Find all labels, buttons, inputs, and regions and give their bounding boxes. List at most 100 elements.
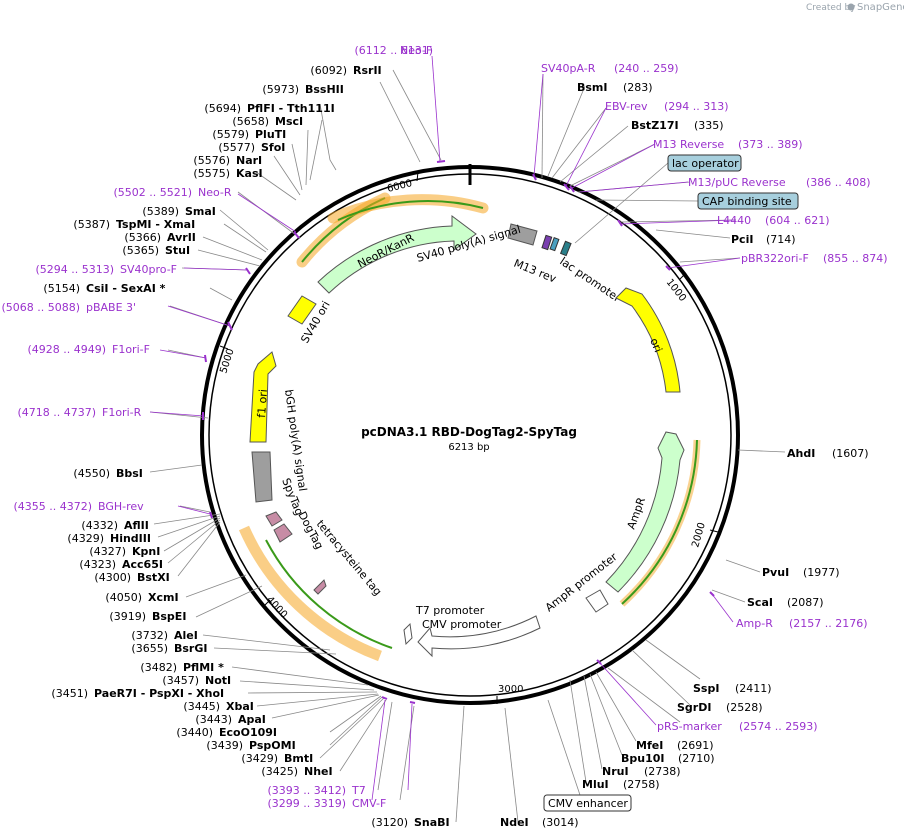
site-rsrii: RsrII bbox=[353, 64, 382, 77]
site-bgh-rev: BGH-rev bbox=[98, 500, 144, 513]
t7-promoter-mark bbox=[403, 622, 413, 646]
ori-arrow bbox=[615, 287, 681, 393]
site-ebv-rev: EBV-rev bbox=[605, 100, 648, 113]
site-pspomi: PspOMI bbox=[249, 739, 296, 752]
feat-f1-ori: f1 ori bbox=[255, 389, 270, 419]
site-m13-reverse-pos: (373 .. 389) bbox=[738, 138, 803, 151]
site-ahdi-pos: (1607) bbox=[832, 447, 869, 460]
tick-1000: 1000 bbox=[664, 277, 688, 304]
site-bsmi-pos: (283) bbox=[623, 81, 653, 94]
site-ndei: NdeI bbox=[500, 816, 529, 829]
snapgene-logo-icon bbox=[847, 3, 855, 11]
site-sv40pa-r: SV40pA-R bbox=[541, 62, 596, 75]
ampr-green-line bbox=[621, 439, 698, 605]
site-nari: NarI bbox=[236, 154, 262, 167]
site-pvui: PvuI bbox=[762, 566, 789, 579]
site-paer7i: PaeR7I - PspXI - XhoI bbox=[94, 687, 224, 700]
site-bmti-pos: (3429) bbox=[241, 752, 278, 765]
site-f1ori-f: F1ori-F bbox=[112, 343, 150, 356]
feat-t7-promoter: T7 promoter bbox=[415, 604, 485, 617]
site-pbabe-pos: (5068 .. 5088) bbox=[1, 301, 80, 314]
site-pbr322ori-f: pBR322ori-F bbox=[741, 252, 809, 265]
site-kasi-pos: (5575) bbox=[193, 167, 230, 180]
site-smai: SmaI bbox=[185, 205, 216, 218]
site-noti: NotI bbox=[205, 674, 231, 687]
site-pbabe: pBABE 3' bbox=[86, 301, 136, 314]
site-bstxi-pos: (4300) bbox=[94, 571, 131, 584]
plasmid-name: pcDNA3.1 RBD-DogTag2-SpyTag bbox=[361, 425, 577, 439]
site-bstz17i-pos: (335) bbox=[694, 119, 724, 132]
site-pluti: PluTI bbox=[255, 128, 286, 141]
site-pflfi: PflFI - Tth111I bbox=[247, 102, 335, 115]
neor-kanr-arrow bbox=[317, 215, 477, 294]
tick-3000: 3000 bbox=[498, 684, 523, 695]
box-lac-operator-label: lac operator bbox=[672, 157, 739, 170]
site-tspmi: TspMI - XmaI bbox=[116, 218, 195, 231]
site-sv40pro-f-pos: (5294 .. 5313) bbox=[35, 263, 114, 276]
box-cmv-enhancer-label: CMV enhancer bbox=[548, 797, 628, 810]
site-bsshii-pos: (5973) bbox=[262, 83, 299, 96]
site-bsrgi: BsrGI bbox=[174, 642, 207, 655]
cap-site-mark bbox=[559, 240, 572, 257]
feat-cmv-promoter: CMV promoter bbox=[422, 618, 502, 631]
feat-lac-promoter: lac promoter bbox=[557, 255, 623, 305]
site-ahdi: AhdI bbox=[787, 447, 815, 460]
insert-green-line bbox=[265, 539, 393, 649]
site-mfei: MfeI bbox=[636, 739, 663, 752]
site-neo-f: Neo-F bbox=[400, 44, 432, 57]
site-f1ori-r-pos: (4718 .. 4737) bbox=[17, 406, 96, 419]
site-csii-pos: (5154) bbox=[43, 282, 80, 295]
site-kpni-pos: (4327) bbox=[89, 545, 126, 558]
site-bbsi-pos: (4550) bbox=[73, 467, 110, 480]
site-pspomi-pos: (3439) bbox=[206, 739, 243, 752]
site-ecoo109i-pos: (3440) bbox=[176, 726, 213, 739]
site-apai-pos: (3443) bbox=[195, 713, 232, 726]
site-stui: StuI bbox=[165, 244, 190, 257]
site-f1ori-r: F1ori-R bbox=[102, 406, 142, 419]
site-pcii-pos: (714) bbox=[766, 233, 796, 246]
site-sfoi-pos: (5577) bbox=[218, 141, 255, 154]
site-bspei: BspEI bbox=[152, 610, 186, 623]
tick-5000: 5000 bbox=[218, 347, 236, 375]
site-acc65i-pos: (4323) bbox=[79, 558, 116, 571]
ampr-promoter-arrow bbox=[585, 589, 609, 613]
site-sgrdi: SgrDI bbox=[677, 701, 711, 714]
site-ebv-rev-pos: (294 .. 313) bbox=[664, 100, 729, 113]
neo-green-line-2 bbox=[337, 200, 484, 221]
site-neo-f-pos: (6112 .. 6131) bbox=[354, 44, 433, 57]
site-bspei-pos: (3919) bbox=[109, 610, 146, 623]
feat-bgh: bGH poly(A) signal bbox=[282, 389, 309, 493]
site-l4440-pos: (604 .. 621) bbox=[765, 214, 830, 227]
site-avrii: AvrII bbox=[167, 231, 196, 244]
site-bpu10i-pos: (2710) bbox=[678, 752, 715, 765]
site-rsrii-pos: (6092) bbox=[310, 64, 347, 77]
site-l4440: L4440 bbox=[717, 214, 751, 227]
lac-operator-mark bbox=[549, 237, 560, 252]
site-m13-puc-reverse-pos: (386 .. 408) bbox=[806, 176, 871, 189]
site-nhei: NheI bbox=[304, 765, 333, 778]
site-amp-r: Amp-R bbox=[736, 617, 773, 630]
site-f1ori-f-pos: (4928 .. 4949) bbox=[27, 343, 106, 356]
site-m13-reverse: M13 Reverse bbox=[653, 138, 724, 151]
sv40-polya-block bbox=[507, 223, 538, 246]
tetracysteine-mark bbox=[313, 579, 327, 595]
site-cmv-f: CMV-F bbox=[352, 797, 386, 810]
spytag-mark bbox=[265, 511, 283, 527]
site-snabi: SnaBI bbox=[414, 816, 450, 829]
credit-brand: SnapGene bbox=[857, 2, 904, 13]
f1-ori-arrow bbox=[249, 351, 277, 443]
sv40-ori-block bbox=[287, 295, 317, 325]
site-snabi-pos: (3120) bbox=[371, 816, 408, 829]
box-cap-site bbox=[697, 192, 799, 210]
site-paer7i-pos: (3451) bbox=[51, 687, 88, 700]
site-bstxi: BstXI bbox=[137, 571, 170, 584]
dogtag-mark bbox=[273, 523, 293, 543]
site-nhei-pos: (3425) bbox=[261, 765, 298, 778]
site-bbsi: BbsI bbox=[116, 467, 143, 480]
site-ecoo109i: EcoO109I bbox=[219, 726, 277, 739]
site-mfei-pos: (2691) bbox=[677, 739, 714, 752]
site-hindiii: HindIII bbox=[110, 532, 151, 545]
feat-m13-rev: M13 rev bbox=[512, 257, 559, 286]
